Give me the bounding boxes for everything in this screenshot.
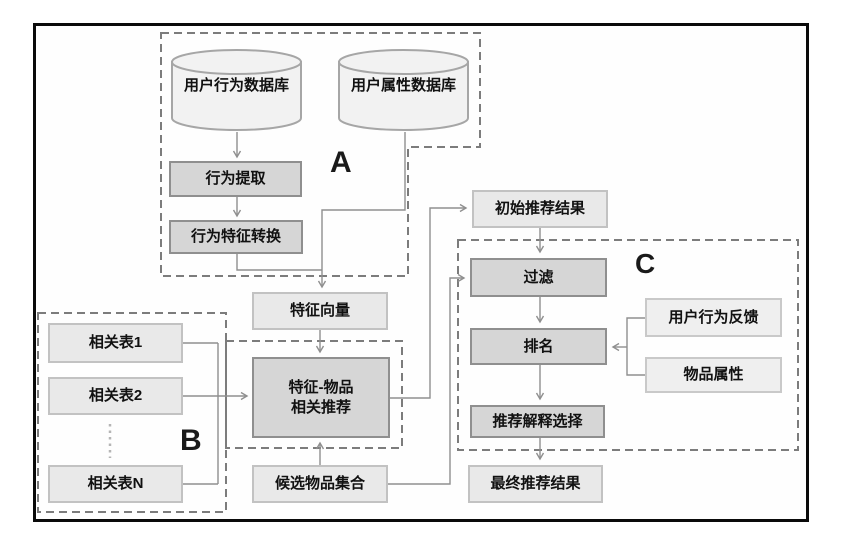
- edge-db-attr-to-feature-vector: [317, 132, 406, 289]
- edge-convert-join: [236, 254, 322, 271]
- item-attribute-label: 物品属性: [683, 366, 744, 383]
- behavior-extract-box: 行为提取: [169, 161, 302, 197]
- database-user-attribute-label: 用户属性数据库: [350, 77, 456, 94]
- initial-result-label: 初始推荐结果: [494, 200, 585, 217]
- section-b-outline: [37, 312, 227, 513]
- related-table-1-label: 相关表1: [88, 334, 143, 351]
- rank-box: 排名: [470, 328, 607, 365]
- section-a-outline: [160, 32, 481, 277]
- cylinder-icon: [338, 49, 469, 131]
- final-result-label: 最终推荐结果: [490, 475, 581, 492]
- feature-item-outline: [225, 340, 403, 449]
- explain-select-label: 推荐解释选择: [492, 412, 583, 430]
- filter-label: 过滤: [523, 268, 554, 286]
- behavior-feature-convert-label: 行为特征转换: [190, 228, 281, 245]
- feature-item-recommend-label-line2: 相关推荐: [290, 398, 351, 416]
- rank-label: 排名: [523, 337, 554, 355]
- section-label-b: B: [180, 424, 202, 457]
- edge-recommend-to-initial: [390, 203, 468, 399]
- cylinder-icon: [171, 49, 302, 131]
- feature-vector-label: 特征向量: [289, 302, 350, 319]
- database-user-behavior: 用户行为数据库: [170, 48, 303, 132]
- edge-feedback-stub: [626, 317, 645, 376]
- database-user-attribute: 用户属性数据库: [337, 48, 470, 132]
- related-table-n-label: 相关表N: [87, 475, 144, 492]
- candidate-item-set-box: 候选物品集合: [252, 465, 388, 503]
- explain-select-box: 推荐解释选择: [470, 405, 605, 438]
- related-table-n-box: 相关表N: [48, 465, 183, 503]
- filter-box: 过滤: [470, 258, 607, 297]
- behavior-feature-convert-box: 行为特征转换: [169, 220, 303, 254]
- related-table-1-box: 相关表1: [48, 323, 183, 363]
- related-table-2-label: 相关表2: [88, 387, 143, 404]
- user-feedback-label: 用户行为反馈: [668, 308, 759, 326]
- behavior-extract-label: 行为提取: [205, 170, 266, 187]
- edge-candidate-to-filter: [388, 273, 466, 485]
- candidate-item-set-label: 候选物品集合: [274, 475, 365, 492]
- final-result-box: 最终推荐结果: [468, 465, 603, 503]
- user-feedback-box: 用户行为反馈: [645, 298, 782, 337]
- feature-item-recommend-label-line1: 特征-物品: [288, 378, 354, 396]
- section-c-outline: [457, 239, 799, 451]
- related-table-2-box: 相关表2: [48, 377, 183, 415]
- feature-vector-box: 特征向量: [252, 292, 388, 330]
- initial-result-box: 初始推荐结果: [472, 190, 608, 228]
- item-attribute-box: 物品属性: [645, 357, 782, 393]
- section-label-a: A: [330, 146, 352, 179]
- feature-item-recommend-box: 特征-物品 相关推荐: [252, 357, 390, 438]
- database-user-behavior-label: 用户行为数据库: [183, 77, 289, 94]
- section-label-c: C: [635, 248, 656, 279]
